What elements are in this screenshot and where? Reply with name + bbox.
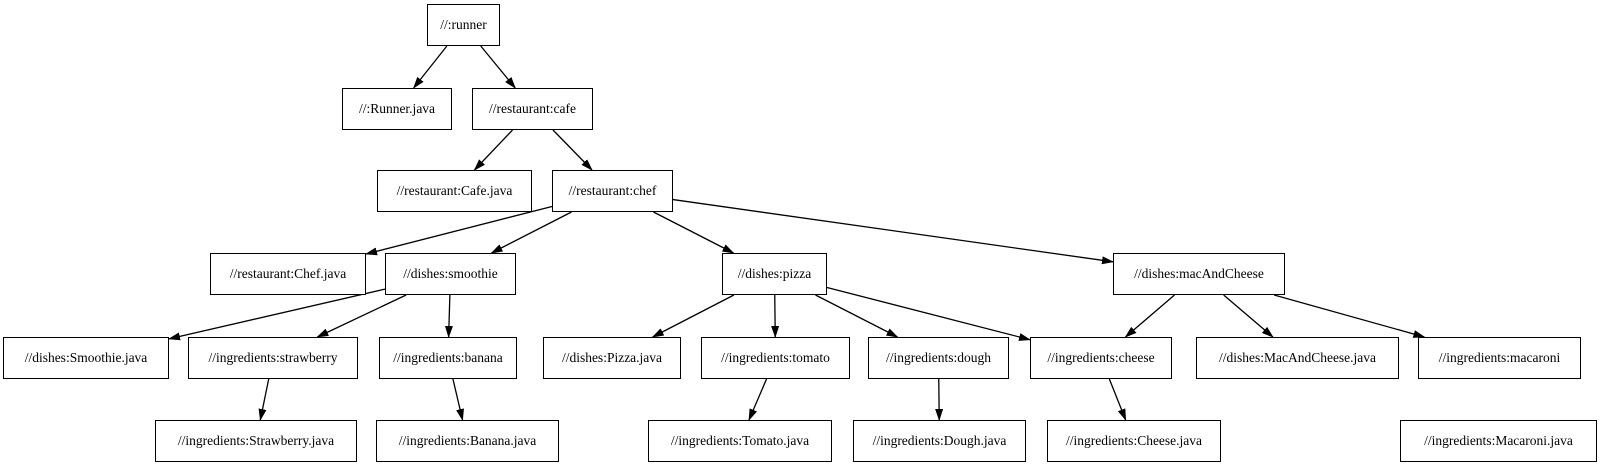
graph-node-cafe-java: //restaurant:Cafe.java bbox=[377, 170, 532, 212]
node-label: //ingredients:Strawberry.java bbox=[177, 433, 335, 449]
edge-tomato-tomato-java bbox=[748, 378, 768, 421]
graph-node-macandcheese: //dishes:macAndCheese bbox=[1113, 253, 1285, 295]
graph-node-strawberry-java: //ingredients:Strawberry.java bbox=[155, 420, 357, 462]
node-label: //restaurant:Chef.java bbox=[229, 266, 347, 282]
graph-node-dough-java: //ingredients:Dough.java bbox=[853, 420, 1026, 462]
edge-runner-runner-java bbox=[413, 45, 448, 89]
graph-node-chef-java: //restaurant:Chef.java bbox=[210, 253, 366, 295]
edge-cheese-cheese-java bbox=[1108, 378, 1127, 421]
edge-chef-pizza bbox=[653, 211, 735, 254]
graph-node-macaroni: //ingredients:macaroni bbox=[1418, 337, 1581, 379]
graph-node-dough: //ingredients:dough bbox=[868, 337, 1009, 379]
graph-node-runner-java: //:Runner.java bbox=[342, 88, 452, 130]
node-label: //ingredients:cheese bbox=[1047, 350, 1155, 366]
graph-node-runner: //:runner bbox=[427, 4, 500, 46]
edge-macandcheese-macaroni bbox=[1273, 294, 1426, 338]
node-label: //ingredients:Macaroni.java bbox=[1424, 433, 1573, 449]
graph-node-banana: //ingredients:banana bbox=[379, 337, 517, 379]
graph-node-strawberry: //ingredients:strawberry bbox=[188, 337, 358, 379]
graph-node-macandcheese-java: //dishes:MacAndCheese.java bbox=[1196, 337, 1399, 379]
node-label: //dishes:MacAndCheese.java bbox=[1218, 350, 1377, 366]
graph-node-banana-java: //ingredients:Banana.java bbox=[376, 420, 559, 462]
graph-node-cheese: //ingredients:cheese bbox=[1030, 337, 1172, 379]
graph-node-smoothie-java: //dishes:Smoothie.java bbox=[3, 337, 169, 379]
node-label: //ingredients:Banana.java bbox=[398, 433, 537, 449]
edge-cafe-cafe-java bbox=[473, 129, 513, 171]
node-label: //:runner bbox=[440, 17, 487, 33]
edge-smoothie-smoothie-java bbox=[168, 288, 386, 341]
edge-smoothie-banana bbox=[444, 294, 453, 338]
graph-node-tomato: //ingredients:tomato bbox=[701, 337, 850, 379]
edge-pizza-dough bbox=[815, 294, 899, 338]
node-label: //restaurant:chef bbox=[568, 183, 657, 199]
node-label: //ingredients:strawberry bbox=[208, 350, 338, 366]
graph-node-pizza-java: //dishes:Pizza.java bbox=[543, 337, 681, 379]
node-label: //ingredients:dough bbox=[886, 350, 991, 366]
graph-node-smoothie: //dishes:smoothie bbox=[385, 253, 516, 295]
node-label: //restaurant:Cafe.java bbox=[396, 183, 513, 199]
graph-node-tomato-java: //ingredients:Tomato.java bbox=[648, 420, 832, 462]
edge-runner-cafe bbox=[480, 45, 516, 89]
node-label: //ingredients:tomato bbox=[721, 350, 830, 366]
node-label: //dishes:Pizza.java bbox=[561, 350, 663, 366]
node-label: //ingredients:Dough.java bbox=[872, 433, 1007, 449]
graph-node-macaroni-java: //ingredients:Macaroni.java bbox=[1400, 420, 1597, 462]
edge-chef-chef-java bbox=[365, 205, 553, 256]
edge-pizza-pizza-java bbox=[651, 294, 735, 338]
node-label: //dishes:macAndCheese bbox=[1134, 266, 1264, 282]
edge-macandcheese-cheese bbox=[1124, 294, 1175, 338]
graph-node-pizza: //dishes:pizza bbox=[722, 253, 827, 295]
node-label: //dishes:pizza bbox=[737, 266, 812, 282]
edge-chef-macandcheese bbox=[672, 198, 1114, 265]
node-label: //:Runner.java bbox=[358, 101, 436, 117]
graph-node-cheese-java: //ingredients:Cheese.java bbox=[1047, 420, 1221, 462]
edge-macandcheese-macandcheese-java bbox=[1223, 294, 1274, 338]
edge-banana-banana-java bbox=[452, 378, 464, 421]
graph-node-chef: //restaurant:chef bbox=[552, 170, 673, 212]
node-label: //dishes:smoothie bbox=[403, 266, 498, 282]
edge-pizza-cheese bbox=[826, 286, 1031, 341]
graph-node-cafe: //restaurant:cafe bbox=[472, 88, 593, 130]
node-label: //restaurant:cafe bbox=[489, 101, 576, 117]
edge-pizza-tomato bbox=[771, 294, 780, 338]
node-label: //ingredients:Tomato.java bbox=[670, 433, 810, 449]
node-label: //ingredients:macaroni bbox=[1438, 350, 1561, 366]
node-label: //ingredients:banana bbox=[393, 350, 503, 366]
edge-strawberry-strawberry-java bbox=[258, 378, 270, 421]
node-label: //dishes:Smoothie.java bbox=[24, 350, 148, 366]
edge-cafe-chef bbox=[552, 129, 593, 171]
edge-chef-smoothie bbox=[490, 211, 572, 254]
node-label: //ingredients:Cheese.java bbox=[1065, 433, 1203, 449]
edge-smoothie-strawberry bbox=[316, 294, 407, 338]
